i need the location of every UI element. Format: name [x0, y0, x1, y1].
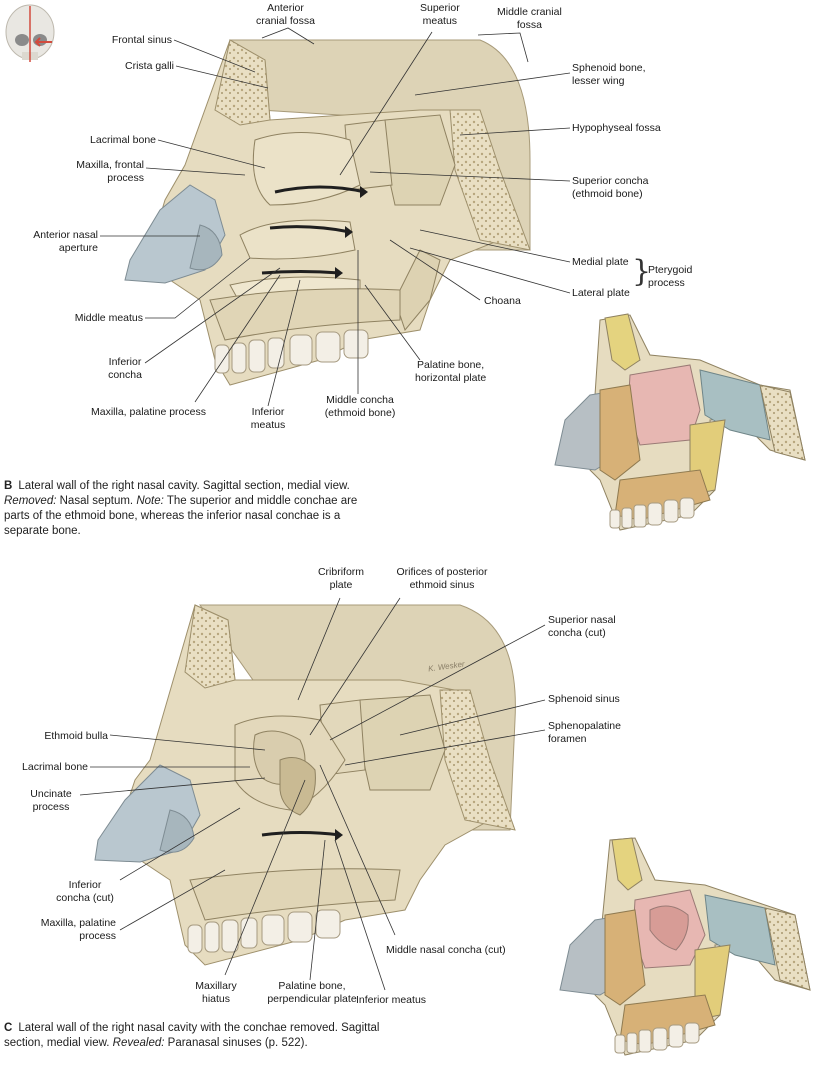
label-lacrimal-bone-b: Lacrimal bone: [90, 134, 156, 146]
figure-b-colored-inset: [554, 313, 806, 531]
skull-orientation-icon: [5, 4, 55, 62]
label-maxilla-palatine-b: Maxilla, palatine process: [91, 406, 206, 418]
figure-b-main-illustration: [124, 39, 531, 386]
label-crista-galli: Crista galli: [124, 60, 174, 72]
label-choana: Choana: [484, 295, 521, 307]
figure-c-main-illustration: [94, 604, 516, 966]
label-middle-meatus: Middle meatus: [74, 312, 143, 324]
label-superior-concha: Superior concha(ethmoid bone): [572, 175, 649, 200]
label-frontal-sinus: Frontal sinus: [111, 34, 172, 46]
label-middle-concha: Middle concha(ethmoid bone): [324, 394, 396, 419]
figure-c-colored-inset: [559, 837, 811, 1056]
figure-c-leader-lines: [79, 597, 546, 991]
label-middle-nasal-concha-cut: Middle nasal concha (cut): [386, 944, 506, 956]
label-lateral-plate: Lateral plate: [572, 287, 630, 299]
label-medial-plate: Medial plate: [572, 256, 629, 268]
label-palatine-perpendicular: Palatine bone,perpendicular plate: [267, 980, 357, 1005]
label-palatine-horizontal: Palatine bone,horizontal plate: [415, 359, 487, 384]
figure-b-leader-lines: [100, 27, 571, 407]
pterygoid-brace: }: [632, 254, 652, 289]
label-hypophyseal-fossa: Hypophyseal fossa: [572, 122, 661, 134]
label-ethmoid-bulla: Ethmoid bulla: [44, 730, 108, 742]
label-sphenoid-lesser-wing: Sphenoid bone,lesser wing: [572, 62, 646, 87]
label-lacrimal-bone-c: Lacrimal bone: [22, 761, 88, 773]
label-inferior-meatus-c: Inferior meatus: [356, 994, 427, 1006]
label-sphenoid-sinus: Sphenoid sinus: [548, 693, 620, 705]
